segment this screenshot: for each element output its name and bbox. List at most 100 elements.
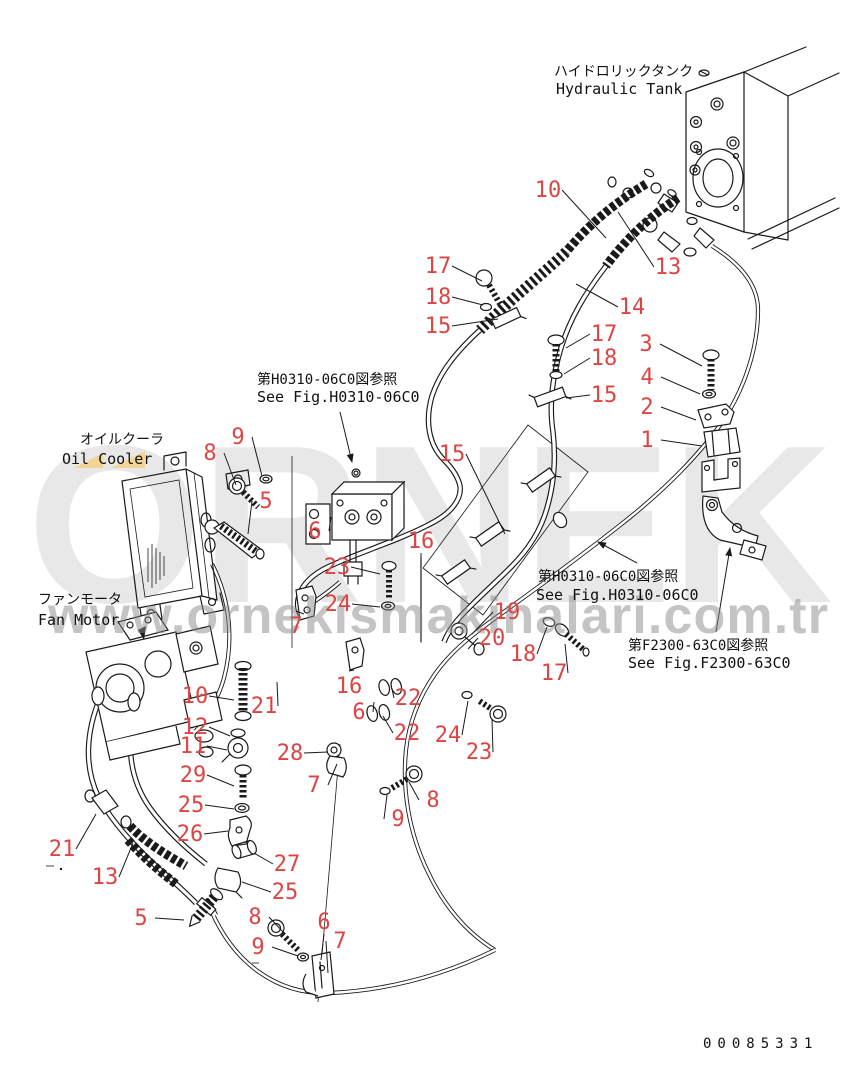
callout-25: 25 xyxy=(178,793,205,818)
fitting-5 xyxy=(188,888,224,927)
bracket-16 xyxy=(345,637,365,671)
leader-line-24 xyxy=(351,603,381,608)
callout-7: 7 xyxy=(289,614,302,639)
callout-18: 18 xyxy=(510,642,537,667)
leader-line-8 xyxy=(268,916,285,934)
fan-valve-drawing xyxy=(295,468,406,621)
cooler-core-hatch xyxy=(147,544,165,588)
leader-line-2 xyxy=(660,406,697,421)
hose-13-armor xyxy=(126,822,189,870)
leader-line-25 xyxy=(241,881,272,893)
callout-27: 27 xyxy=(274,852,301,877)
callout-22: 22 xyxy=(395,686,422,711)
callout-5: 5 xyxy=(259,489,272,514)
hose-10-braided xyxy=(562,180,649,255)
leader-line-7 xyxy=(327,763,338,786)
washer-24 xyxy=(380,601,396,611)
ref-f2300-jp: 第F2300-63C0図参照 xyxy=(628,637,768,654)
callout-3: 3 xyxy=(639,332,652,357)
hydraulic-tank-drawing xyxy=(685,46,840,250)
right-clamp-group xyxy=(697,349,767,561)
ref-f2300-en: See Fig.F2300-63C0 xyxy=(628,654,791,672)
leader-line-21 xyxy=(276,681,279,707)
callout-15: 15 xyxy=(425,314,452,339)
leader-line-10 xyxy=(208,695,235,701)
hose-13-braided xyxy=(602,194,681,269)
highlight-triangle-large xyxy=(111,451,145,468)
leader-line-26 xyxy=(203,830,229,835)
leader-line-21 xyxy=(75,813,97,850)
leader-line-27 xyxy=(253,852,274,865)
callout-21: 21 xyxy=(49,837,76,862)
leader-line-24 xyxy=(461,700,469,736)
callout-26: 26 xyxy=(177,822,204,847)
document-number: 00085331 xyxy=(703,1036,818,1052)
leader-line-13 xyxy=(617,211,655,268)
lower-hose-clamp-parts xyxy=(326,677,507,796)
callout-17: 17 xyxy=(541,661,568,686)
callout-4: 4 xyxy=(640,365,653,390)
leader-line-7 xyxy=(295,610,305,615)
leader-line-9 xyxy=(251,436,263,477)
leader-line-6 xyxy=(328,516,332,532)
callout-leader-lines xyxy=(75,189,703,974)
leader-line-16 xyxy=(348,669,355,672)
leader-line-6 xyxy=(320,933,325,961)
callout-21: 21 xyxy=(251,694,278,719)
hose-lines xyxy=(88,180,758,993)
connector-28 xyxy=(326,742,342,758)
callout-1: 1 xyxy=(640,428,653,453)
leader-line-15 xyxy=(465,453,506,535)
callout-13: 13 xyxy=(655,255,682,280)
hose-21-armor xyxy=(124,837,179,888)
ref-h0310-mid-en: See Fig.H0310-06C0 xyxy=(536,586,699,604)
leader-line-23 xyxy=(350,566,381,575)
callout-16: 16 xyxy=(408,529,435,554)
ref-h0310-top-en: See Fig.H0310-06C0 xyxy=(257,388,420,406)
leader-line-17 xyxy=(565,333,591,349)
leader-line-20 xyxy=(467,637,479,650)
callout-11: 11 xyxy=(180,734,207,759)
callout-8: 8 xyxy=(203,441,216,466)
callout-9: 9 xyxy=(231,425,244,450)
callout-17: 17 xyxy=(591,322,618,347)
leader-line-17 xyxy=(451,265,483,282)
callout-19: 19 xyxy=(494,600,521,625)
bolt-23-head xyxy=(381,560,397,572)
watermark-url-text: www.ornekismakinalari.com.tr xyxy=(47,587,828,645)
fan-motor-label-jp: ファンモータ xyxy=(38,592,122,608)
leader-line-18 xyxy=(536,626,548,655)
leader-line-17 xyxy=(564,643,569,674)
callout-8: 8 xyxy=(248,905,261,930)
leader-line-5 xyxy=(247,500,253,535)
leader-line-10 xyxy=(561,189,607,239)
leader-line-3 xyxy=(659,343,703,367)
leader-line-9 xyxy=(383,794,388,820)
leader-line-11 xyxy=(206,745,228,751)
callout-6: 6 xyxy=(308,519,321,544)
bottom-clamp-parts xyxy=(267,919,335,999)
callout-9: 9 xyxy=(391,807,404,832)
leader-line-15 xyxy=(451,318,499,327)
leader-line-4 xyxy=(660,376,701,395)
ref-h0310-top-jp: 第H0310-06C0図参照 xyxy=(257,371,397,388)
callout-15: 15 xyxy=(591,383,618,408)
callout-numbers: 1017181513141718153421985623247151619201… xyxy=(49,178,682,960)
elbow-union-parts xyxy=(450,617,590,657)
callout-24: 24 xyxy=(435,723,462,748)
leader-line-18 xyxy=(451,296,484,306)
direction-arrow xyxy=(138,626,146,640)
cooler-fitting-parts xyxy=(204,474,273,560)
ref-h0310-mid-jp: 第H0310-06C0図参照 xyxy=(538,568,678,585)
bottom-left-fittings xyxy=(84,789,224,927)
leader-line-29 xyxy=(206,774,235,787)
leader-line-8 xyxy=(223,452,237,486)
text-labels: ハイドロリックタンク Hydraulic Tank オイルクーラ Oil Coo… xyxy=(38,64,791,672)
callout-23: 23 xyxy=(324,555,351,580)
leader-line-5 xyxy=(154,917,185,921)
leader-line-22 xyxy=(391,688,395,699)
leader-line-23 xyxy=(491,719,494,753)
callout-6: 6 xyxy=(352,700,365,725)
callout-23: 23 xyxy=(466,740,493,765)
callout-18: 18 xyxy=(425,285,452,310)
